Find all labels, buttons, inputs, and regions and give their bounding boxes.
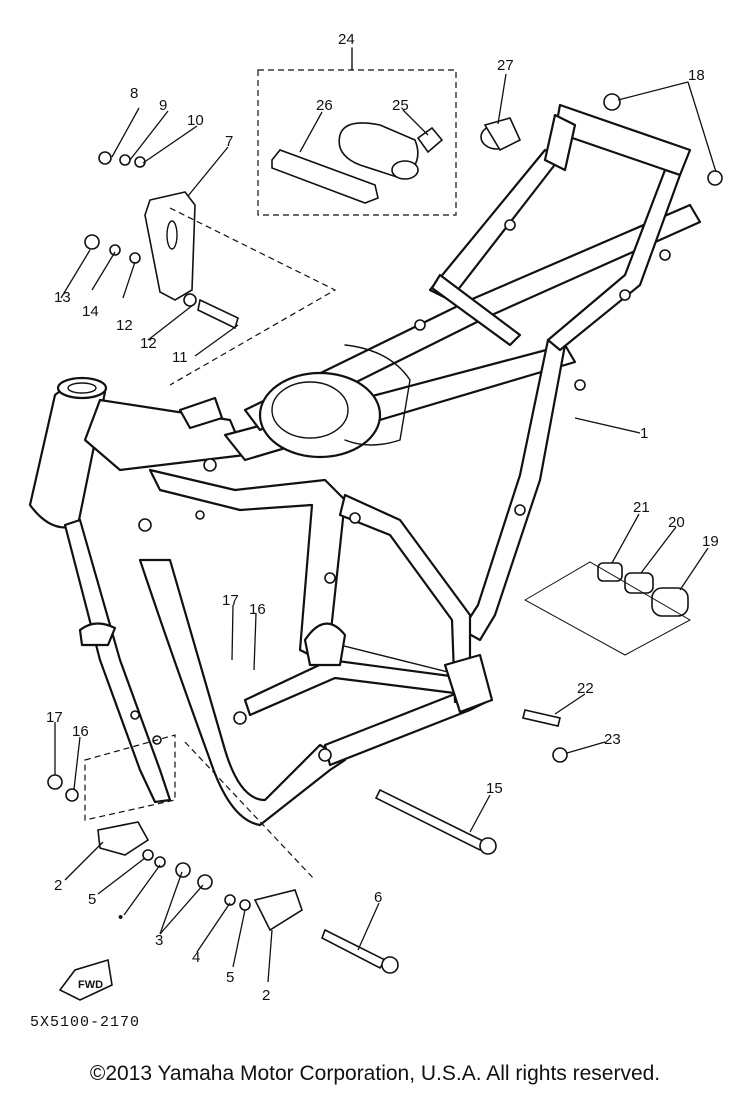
callout-13: 13: [54, 289, 71, 306]
callout-2a: 2: [54, 877, 62, 894]
callout-labels: 8 9 10 7 13 14 12 12 11 24 26 25 27 18 1…: [46, 31, 719, 1004]
copyright-notice: ©2013 Yamaha Motor Corporation, U.S.A. A…: [89, 1062, 661, 1085]
callout-5b: 5: [226, 969, 234, 986]
callout-14: 14: [82, 303, 99, 320]
callout-2b: 2: [262, 987, 270, 1004]
callout-8: 8: [130, 85, 138, 102]
callout-16a: 16: [72, 723, 89, 740]
callout-17a: 17: [46, 709, 63, 726]
callout-10: 10: [187, 112, 204, 129]
callout-7: 7: [225, 133, 233, 150]
tool-kit-group: [257, 47, 457, 216]
main-frame: [28, 103, 702, 827]
callout-6: 6: [374, 889, 382, 906]
callout-16b: 16: [249, 601, 266, 618]
frame-exploded-diagram: FWD 8: [28, 31, 723, 1004]
document-code: 5X5100-2170: [30, 1014, 141, 1031]
callout-22: 22: [577, 680, 594, 697]
misc-parts: [374, 93, 723, 855]
callout-15: 15: [486, 780, 503, 797]
callout-3: 3: [155, 932, 163, 949]
callout-5a: 5: [88, 891, 96, 908]
callout-18: 18: [688, 67, 705, 84]
callout-4a-dot: •: [118, 909, 123, 926]
engine-bracket-lower: [47, 734, 399, 974]
callout-27: 27: [497, 57, 514, 74]
leader-lines: [54, 73, 717, 983]
callout-4: 4: [192, 949, 200, 966]
callout-11: 11: [172, 349, 188, 366]
callout-17b: 17: [222, 592, 239, 609]
callout-23: 23: [604, 731, 621, 748]
callout-9: 9: [159, 97, 167, 114]
callout-24: 24: [338, 31, 355, 48]
callout-25: 25: [392, 97, 409, 114]
engine-bracket-upper: [84, 151, 337, 386]
callout-12a: 12: [116, 317, 133, 334]
fwd-arrow: FWD: [58, 958, 113, 1001]
callout-26: 26: [316, 97, 333, 114]
callout-12b: 12: [140, 335, 157, 352]
callout-21: 21: [633, 499, 650, 516]
callout-1: 1: [640, 425, 648, 442]
callout-20: 20: [668, 514, 685, 531]
callout-19: 19: [702, 533, 719, 550]
fwd-label: FWD: [78, 979, 103, 991]
